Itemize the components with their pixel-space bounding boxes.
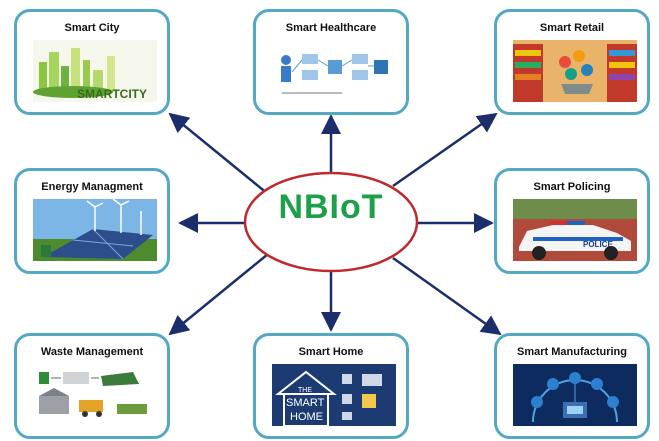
node-smart-city: Smart City SMARTCITY: [14, 9, 170, 115]
smart-policing-image: POLICE: [513, 199, 637, 261]
smart-home-text-the: THE: [298, 387, 312, 394]
smart-home-text-smart: SMART: [286, 397, 325, 409]
node-title: Energy Managment: [41, 181, 143, 193]
smart-retail-image: [513, 40, 637, 102]
smart-healthcare-image: [272, 40, 396, 102]
node-title: Smart Home: [298, 346, 364, 358]
node-smart-home: Smart Home THE SMART HOME: [253, 333, 409, 439]
smart-city-image: SMARTCITY: [33, 40, 157, 102]
node-smart-policing: Smart Policing POLICE: [494, 168, 650, 274]
smart-city-image-text: SMARTCITY: [77, 87, 147, 101]
node-title: Smart Manufacturing: [516, 346, 627, 358]
node-energy-management: Energy Managment: [14, 168, 170, 274]
node-title: Smart Healthcare: [285, 22, 377, 34]
arrow-waste-management: [168, 253, 269, 336]
hub-ellipse: [243, 171, 419, 273]
hub-label: NBIoT: [278, 188, 384, 226]
waste-management-image: [33, 364, 157, 426]
node-waste-management: Waste Management: [14, 333, 170, 439]
arrow-smart-retail: [392, 112, 498, 188]
node-title: Smart Retail: [539, 22, 605, 34]
energy-management-image: [33, 199, 157, 261]
node-title: Waste Management: [40, 346, 144, 358]
arrow-smart-city: [168, 112, 269, 195]
police-text: POLICE: [583, 240, 613, 249]
node-title: Smart Policing: [533, 181, 611, 193]
node-title: Smart City: [64, 22, 120, 34]
smart-home-text-home: HOME: [290, 411, 323, 423]
smart-home-image: THE SMART HOME: [272, 364, 396, 426]
arrow-smart-manufacturing: [392, 256, 502, 336]
smart-manufacturing-image: [513, 364, 637, 426]
node-smart-retail: Smart Retail: [494, 9, 650, 115]
node-smart-manufacturing: Smart Manufacturing: [494, 333, 650, 439]
node-smart-healthcare: Smart Healthcare: [253, 9, 409, 115]
